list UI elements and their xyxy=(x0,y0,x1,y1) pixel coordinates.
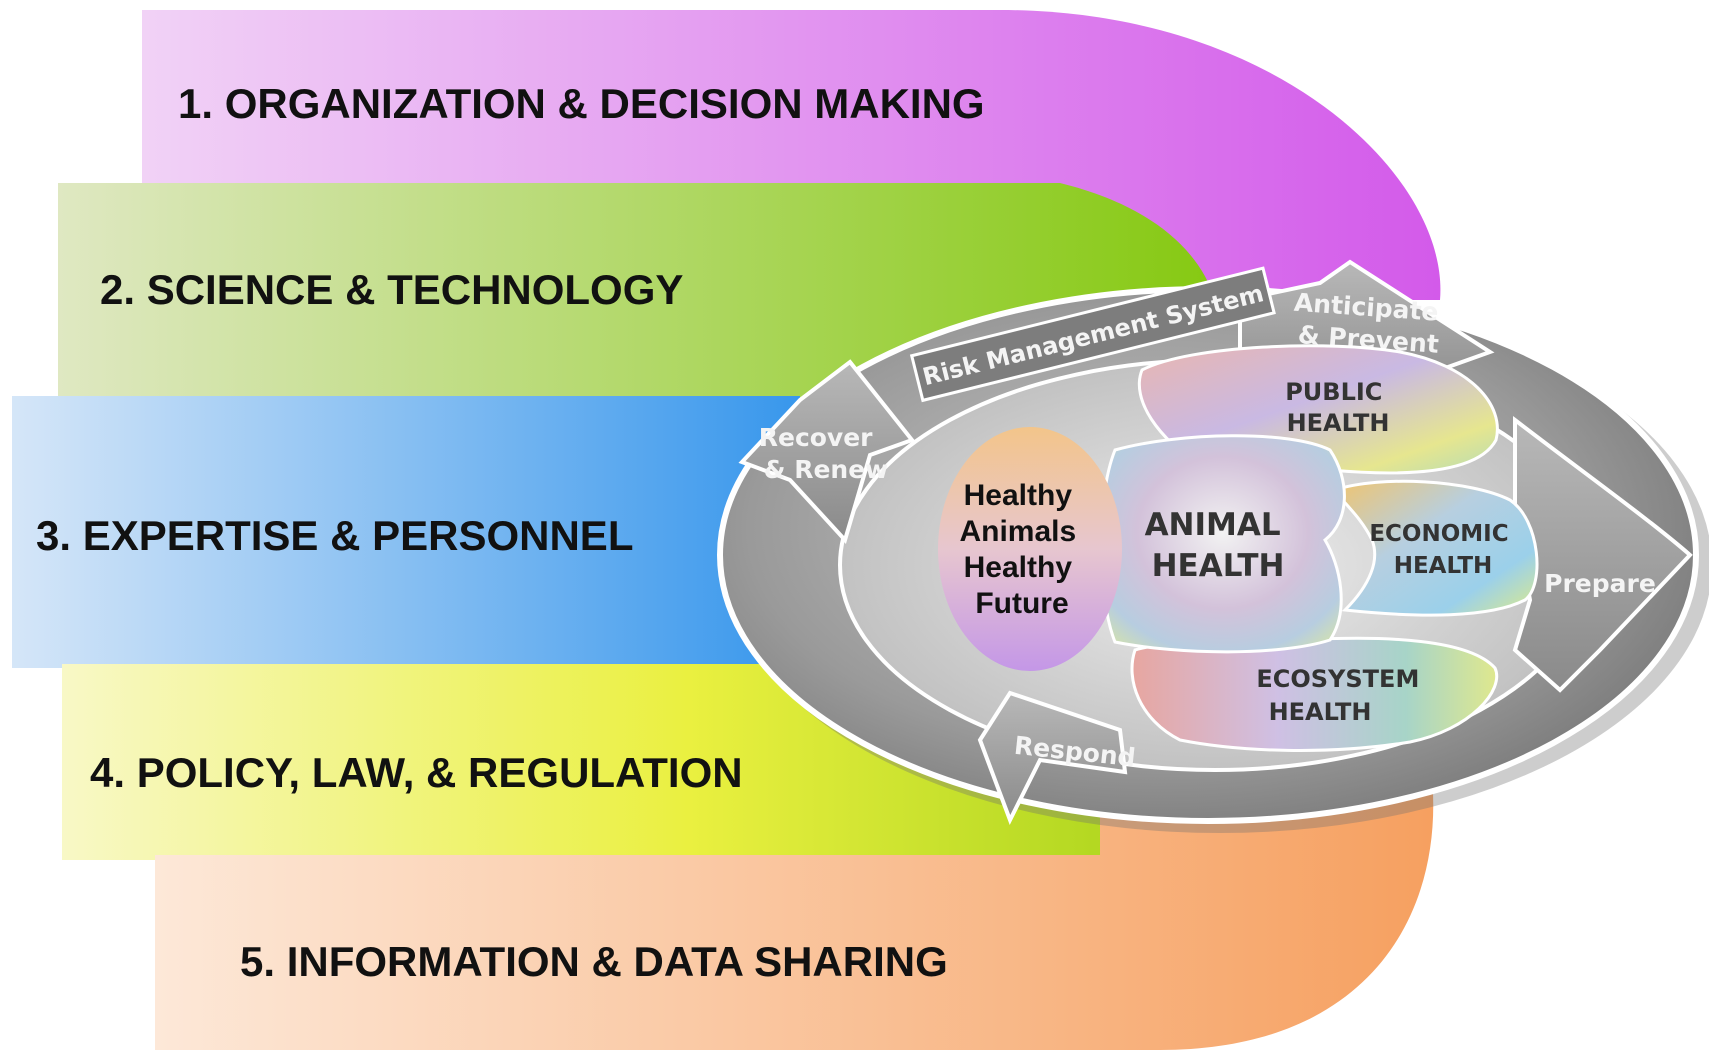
band-label-expertise: 3. EXPERTISE & PERSONNEL xyxy=(36,512,633,559)
center-line-3: Healthy xyxy=(964,551,1073,584)
healthy-future-label: Healthy Animals Healthy Future xyxy=(959,479,1084,620)
ecosystem-health-line-1: ECOSYSTEM xyxy=(1256,665,1419,693)
public-health-line-1: PUBLIC xyxy=(1285,378,1382,406)
band-information xyxy=(155,760,1434,1050)
economic-health-domain xyxy=(1332,479,1539,617)
animal-health-label: ANIMAL HEALTH xyxy=(1145,507,1292,584)
animal-health-line-2: HEALTH xyxy=(1152,548,1285,584)
center-line-4: Future xyxy=(975,587,1068,620)
arrow-prepare xyxy=(1512,415,1693,693)
economic-health-label: ECONOMIC HEALTH xyxy=(1369,521,1516,579)
prepare-label: Prepare xyxy=(1544,569,1656,598)
ecosystem-health-label: ECOSYSTEM HEALTH xyxy=(1256,665,1427,726)
center-line-2: Animals xyxy=(959,515,1076,548)
band-label-science: 2. SCIENCE & TECHNOLOGY xyxy=(100,266,683,313)
arrow-recover-renew xyxy=(738,359,916,544)
ecosystem-health-domain xyxy=(1130,636,1499,752)
recover-label: Recover & Renew xyxy=(759,423,889,484)
recover-line-2: & Renew xyxy=(764,455,889,484)
healthy-future-core xyxy=(938,427,1122,671)
economic-health-line-1: ECONOMIC xyxy=(1369,521,1508,547)
arrow-respond xyxy=(977,690,1128,825)
band-expertise xyxy=(12,396,800,668)
band-label-organization: 1. ORGANIZATION & DECISION MAKING xyxy=(178,80,985,127)
public-health-line-2: HEALTH xyxy=(1287,409,1390,437)
public-health-label: PUBLIC HEALTH xyxy=(1285,378,1391,437)
recover-line-1: Recover xyxy=(759,423,873,452)
band-label-policy: 4. POLICY, LAW, & REGULATION xyxy=(90,749,743,796)
animal-health-domain xyxy=(1099,434,1346,654)
economic-health-line-2: HEALTH xyxy=(1394,553,1493,579)
ecosystem-health-line-2: HEALTH xyxy=(1269,698,1372,726)
animal-health-line-1: ANIMAL xyxy=(1145,507,1281,543)
band-label-information: 5. INFORMATION & DATA SHARING xyxy=(240,938,948,985)
center-line-1: Healthy xyxy=(964,479,1073,512)
